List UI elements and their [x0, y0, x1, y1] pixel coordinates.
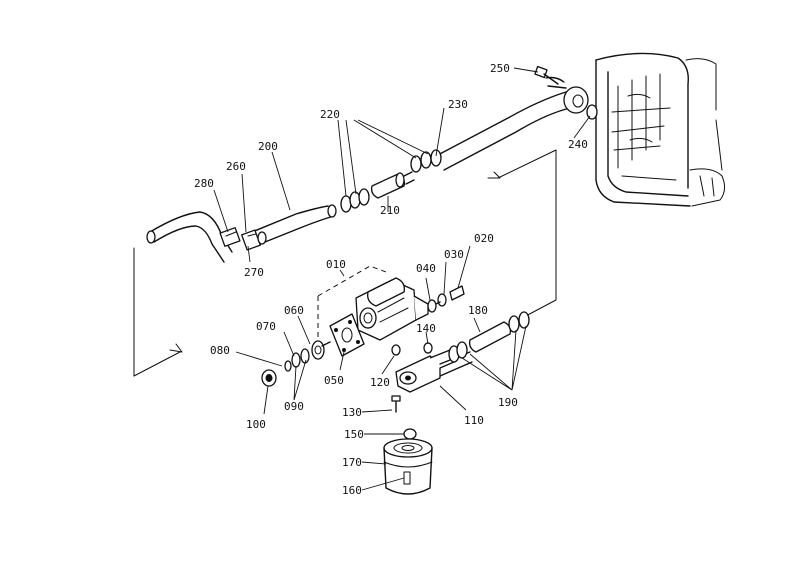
pipe-180-clamps-190 — [448, 311, 530, 363]
plate-050 — [329, 313, 365, 357]
label-120: 120 — [370, 376, 390, 389]
label-030: 030 — [444, 248, 464, 261]
nut-100 — [261, 369, 277, 387]
label-280: 280 — [194, 177, 214, 190]
label-180: 180 — [468, 304, 488, 317]
hose-230 — [435, 76, 589, 171]
label-130: 130 — [342, 406, 362, 419]
label-010: 010 — [326, 258, 346, 271]
label-100: 100 — [246, 418, 266, 431]
hose-200 — [146, 204, 337, 263]
bolt-250 — [534, 65, 559, 85]
label-150: 150 — [344, 428, 364, 441]
label-060: 060 — [284, 304, 304, 317]
label-160: 160 — [342, 484, 362, 497]
gear-and-seals-060-090 — [284, 340, 331, 372]
label-250: 250 — [490, 62, 510, 75]
label-240: 240 — [568, 138, 588, 151]
part-labels: 250 230 220 240 200 260 280 210 270 010 … — [194, 62, 588, 497]
clamp-set-220 — [340, 149, 442, 213]
engine-block — [595, 52, 726, 207]
bolt-130 — [391, 395, 401, 413]
gasket-240 — [586, 104, 598, 120]
parts-120-140 — [391, 342, 433, 356]
label-090: 090 — [284, 400, 304, 413]
fittings-020-030-040 — [427, 285, 465, 313]
label-220: 220 — [320, 108, 340, 121]
label-230: 230 — [448, 98, 468, 111]
nipple-150 — [403, 428, 417, 440]
label-190: 190 — [498, 396, 518, 409]
label-200: 200 — [258, 140, 278, 153]
label-110: 110 — [464, 414, 484, 427]
label-070: 070 — [256, 320, 276, 333]
pump-010 — [355, 277, 429, 341]
label-170: 170 — [342, 456, 362, 469]
connection-lines — [133, 149, 557, 377]
label-260: 260 — [226, 160, 246, 173]
leader-lines — [213, 67, 591, 491]
label-020: 020 — [474, 232, 494, 245]
pipe-210 — [370, 171, 415, 199]
label-140: 140 — [416, 322, 436, 335]
fittings-260-270-280 — [219, 227, 267, 251]
label-050: 050 — [324, 374, 344, 387]
label-210: 210 — [380, 204, 400, 217]
label-080: 080 — [210, 344, 230, 357]
label-270: 270 — [244, 266, 264, 279]
oil-filter-160-170 — [383, 438, 433, 495]
label-040: 040 — [416, 262, 436, 275]
